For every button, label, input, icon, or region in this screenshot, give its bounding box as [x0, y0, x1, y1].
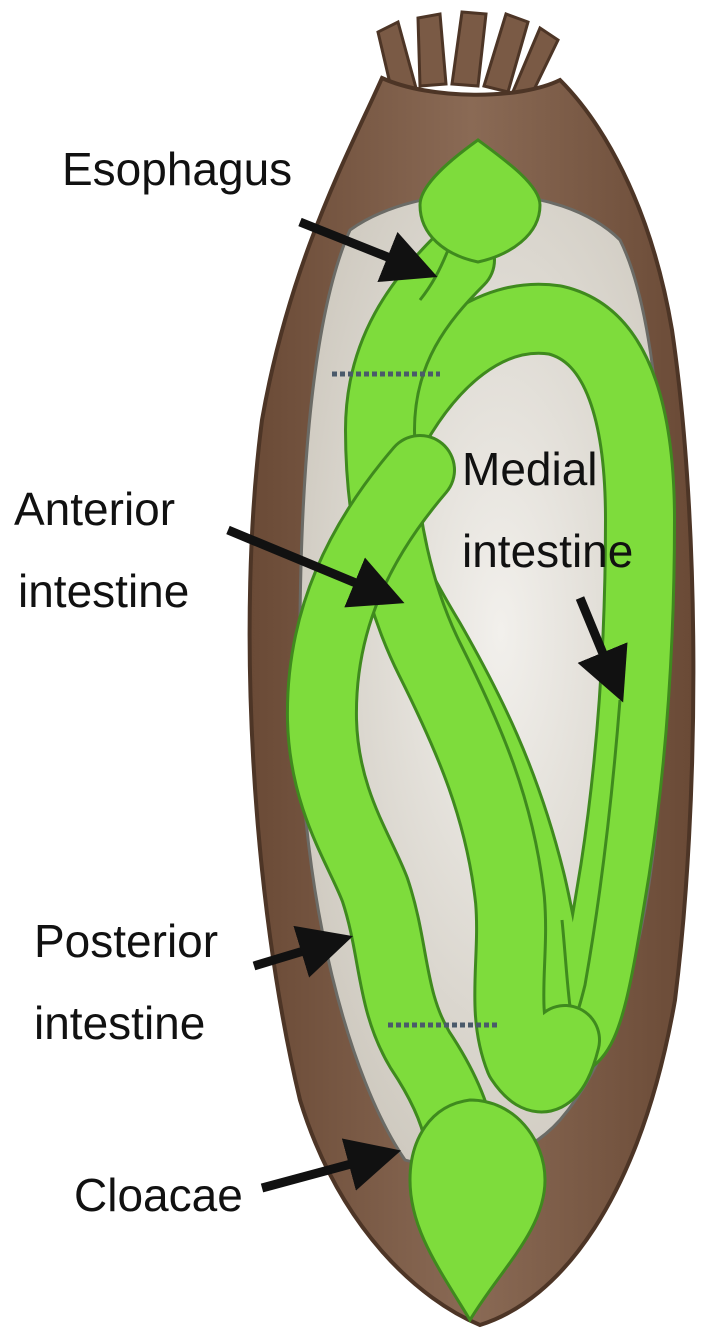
label-posterior-line2: intestine [34, 994, 205, 1052]
label-anterior-line2: intestine [18, 562, 189, 620]
label-cloacae: Cloacae [74, 1166, 243, 1224]
label-medial-line2: intestine [462, 522, 633, 580]
label-anterior-line1: Anterior [14, 480, 175, 538]
label-posterior-line1: Posterior [34, 912, 218, 970]
label-medial-line1: Medial [462, 440, 598, 498]
label-esophagus: Esophagus [62, 140, 292, 198]
